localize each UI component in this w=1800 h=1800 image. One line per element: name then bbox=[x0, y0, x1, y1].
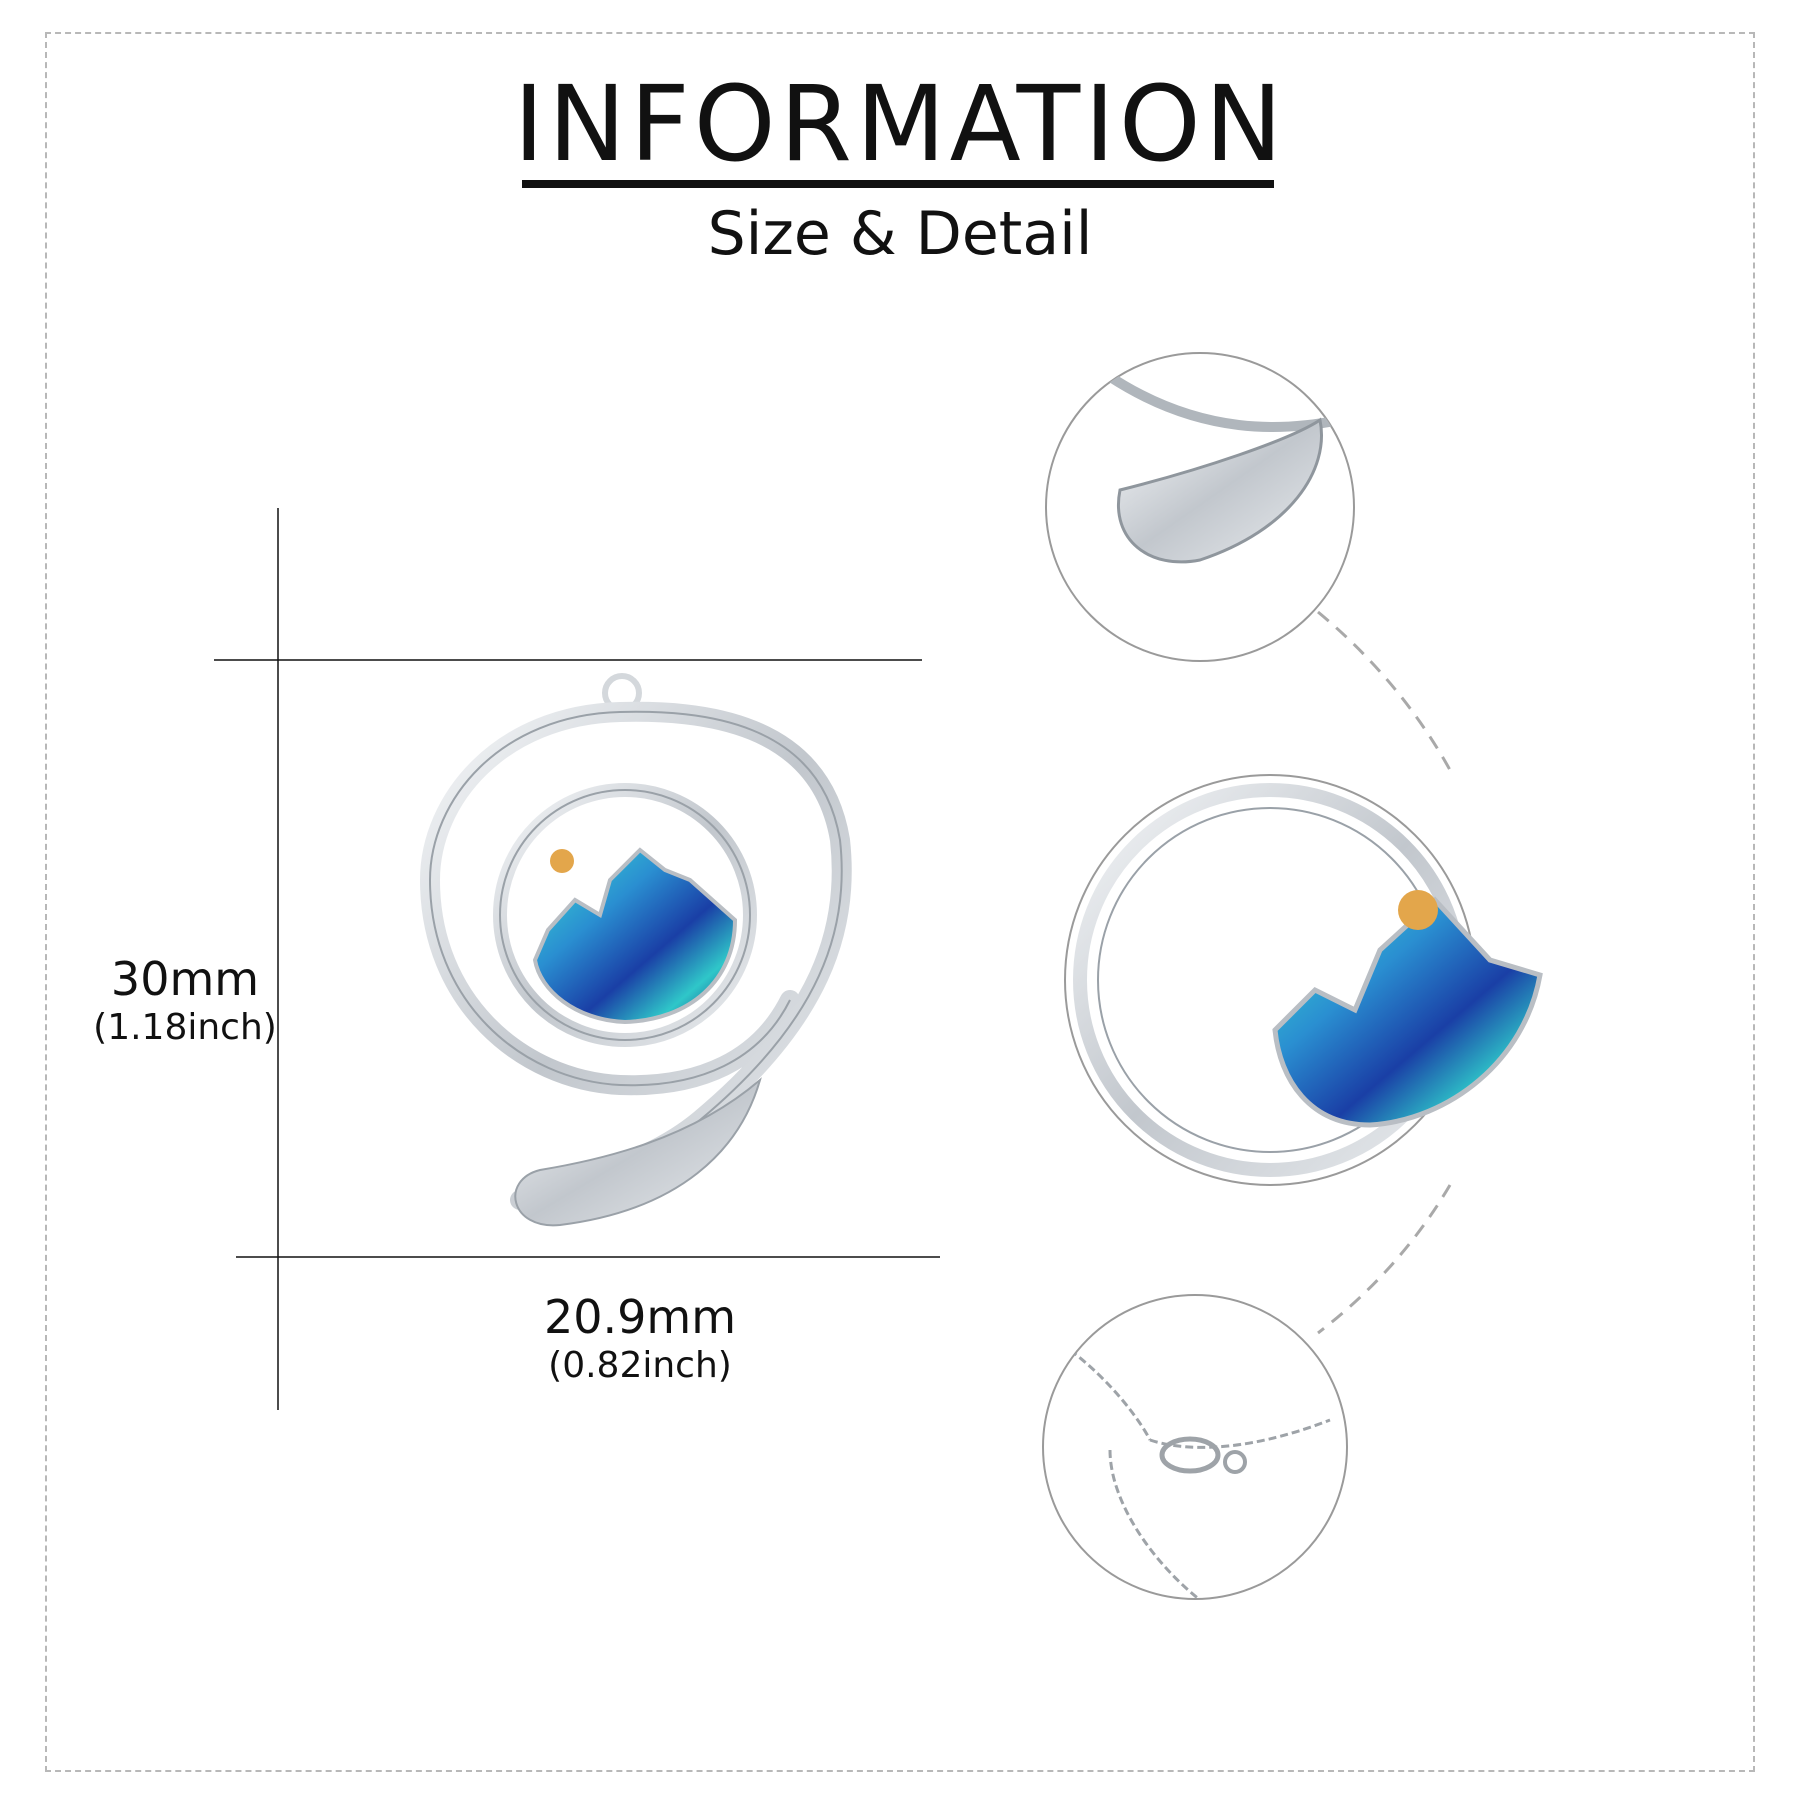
detail-circle-middle bbox=[1064, 774, 1543, 1186]
detail-circle-top bbox=[1045, 352, 1355, 662]
detail-circle-bottom bbox=[1042, 1294, 1348, 1600]
pendant-tail bbox=[514, 1077, 762, 1227]
dimension-lines bbox=[214, 508, 940, 1410]
sun-dot bbox=[550, 849, 574, 873]
width-inch: (0.82inch) bbox=[548, 1345, 732, 1386]
dashed-connectors bbox=[1317, 610, 1452, 1335]
dashed-frame bbox=[45, 32, 1755, 1772]
page-subtitle: Size & Detail bbox=[707, 199, 1093, 269]
abalone-inlay bbox=[532, 847, 738, 1025]
page-title: INFORMATION bbox=[513, 63, 1287, 185]
height-dimension-label: 30mm (1.18inch) bbox=[60, 956, 310, 1046]
height-mm: 30mm bbox=[110, 952, 260, 1006]
width-dimension-label: 20.9mm (0.82inch) bbox=[520, 1294, 760, 1384]
height-inch: (1.18inch) bbox=[93, 1007, 277, 1048]
pendant-main-image bbox=[419, 673, 852, 1227]
width-mm: 20.9mm bbox=[543, 1290, 737, 1344]
title-underline bbox=[522, 180, 1274, 188]
